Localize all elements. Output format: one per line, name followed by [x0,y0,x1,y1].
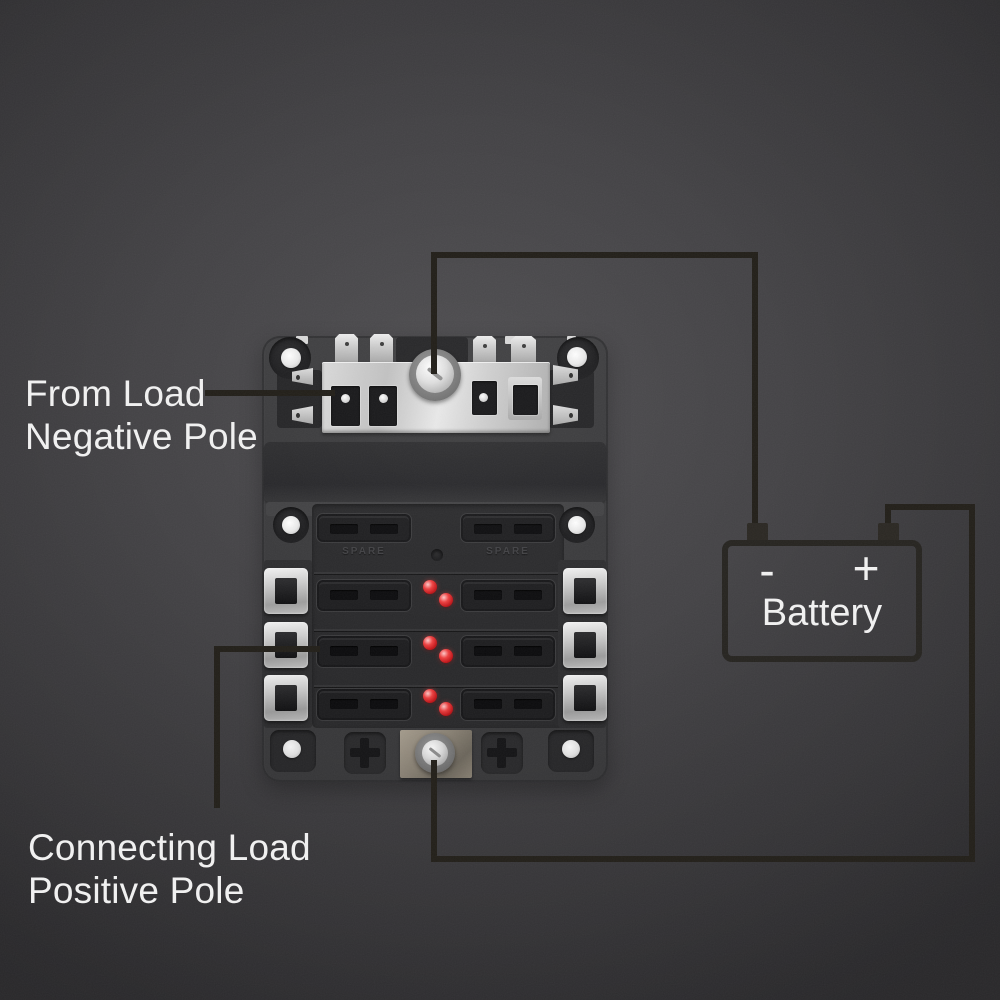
mounting-hole-top-left [281,348,301,368]
positive-mark-right-recess [481,732,523,774]
fuse-slot [330,646,358,656]
fuse-slot [370,524,398,534]
fuse-slot [514,646,542,656]
fuse-socket-r3-right [461,636,555,667]
mounting-hole-bottom-right [562,740,580,758]
fuse-slot [330,699,358,709]
battery-title: Battery [761,592,883,634]
blade-terminal-2 [370,334,393,364]
battery-terminal-negative [747,523,768,541]
blade-terminal-3-hole [482,344,487,348]
side-terminal-slot [574,578,596,604]
battery-plus-symbol: + [852,542,880,594]
side-spade-dot [569,373,573,378]
side-spade-dot [296,374,300,380]
terminal-window-1-rivet [341,394,350,403]
blade-terminal-3 [473,336,496,364]
positive-wire-vertical-right [969,504,975,862]
positive-wire-horizontal-upper [885,504,975,510]
side-terminal-left-1 [264,568,308,614]
terminal-window-2 [369,386,397,426]
mounting-hole-bottom-left [283,740,301,758]
led-indicator-3b [439,702,453,716]
fuse-slot [514,699,542,709]
side-terminal-slot [574,632,596,658]
plus-mark-icon [360,738,369,768]
side-terminal-right-2 [563,622,607,668]
negative-pole-label: From Load Negative Pole [25,372,258,458]
battery-terminal-positive [878,523,899,541]
blade-terminal-1 [335,334,358,364]
row-divider-1 [314,572,562,574]
fuse-slot [474,524,502,534]
blade-terminal-1-hole [344,342,349,346]
fuse-socket-r2-left [317,580,411,611]
positive-pole-label-line1: Connecting Load [28,827,311,868]
negative-wire-horizontal-top [431,252,758,258]
side-terminal-right-3 [563,675,607,721]
negative-wire-vertical-to-battery [752,252,758,524]
fuse-slot [474,699,502,709]
blade-terminal-4 [511,336,536,364]
led-indicator-2b [439,649,453,663]
side-terminal-left-3 [264,675,308,721]
plus-mark-icon [497,738,506,768]
side-terminal-right-1 [563,568,607,614]
fuse-socket-r3-left [317,636,411,667]
negative-pole-label-line2: Negative Pole [25,416,258,457]
spare-label-left: SPARE [342,546,386,557]
battery-minus-symbol: - [759,544,775,596]
negative-wire-vertical-from-screw [431,252,437,374]
blade-terminal-4-hole [521,344,526,348]
fuse-slot [474,646,502,656]
fuse-socket-r1-left [317,514,411,542]
fuse-slot [474,590,502,600]
side-terminal-slot [275,685,297,711]
side-spade-dot [569,413,573,418]
spare-label-right: SPARE [486,546,530,557]
led-indicator-3a [423,689,437,703]
fuse-slot [514,524,542,534]
terminal-window-4 [513,385,538,415]
side-terminal-slot [275,578,297,604]
fuse-socket-r1-right [461,514,555,542]
row-divider-2 [314,629,562,631]
positive-label-leader-vertical [214,646,220,808]
fuse-slot [370,590,398,600]
led-indicator-1a [423,580,437,594]
terminal-window-3-rivet [479,393,488,402]
fuse-box-body: SPARE SPARE [262,334,608,782]
terminal-window-2-rivet [379,394,388,403]
positive-wire-vertical-to-screw [431,760,437,862]
terminal-window-1 [331,386,360,426]
mounting-hole-mid-right [568,516,586,534]
led-indicator-1b [439,593,453,607]
fuse-socket-r2-right [461,580,555,611]
fuse-slot [330,590,358,600]
positive-wire-horizontal-bottom [431,856,975,862]
mounting-hole-mid-left [282,516,300,534]
negative-pole-label-line1: From Load [25,373,206,414]
fuse-slot [370,699,398,709]
blade-terminal-2-hole [379,342,384,346]
fuse-slot [514,590,542,600]
positive-pole-label-line2: Positive Pole [28,870,245,911]
side-terminal-slot [275,632,297,658]
fuse-slot [330,524,358,534]
positive-pole-label: Connecting Load Positive Pole [28,826,311,912]
side-terminal-slot [574,685,596,711]
positive-label-leader-horizontal [214,646,320,652]
fuse-socket-r4-left [317,689,411,720]
panel-center-screw [431,549,443,561]
side-terminal-left-2 [264,622,308,668]
positive-mark-left-recess [344,732,386,774]
fuse-slot [370,646,398,656]
row-divider-3 [314,685,562,687]
mounting-hole-top-right [567,347,587,367]
cover-strip [264,442,606,502]
side-spade-dot [296,413,300,418]
led-indicator-2a [423,636,437,650]
fuse-socket-r4-right [461,689,555,720]
